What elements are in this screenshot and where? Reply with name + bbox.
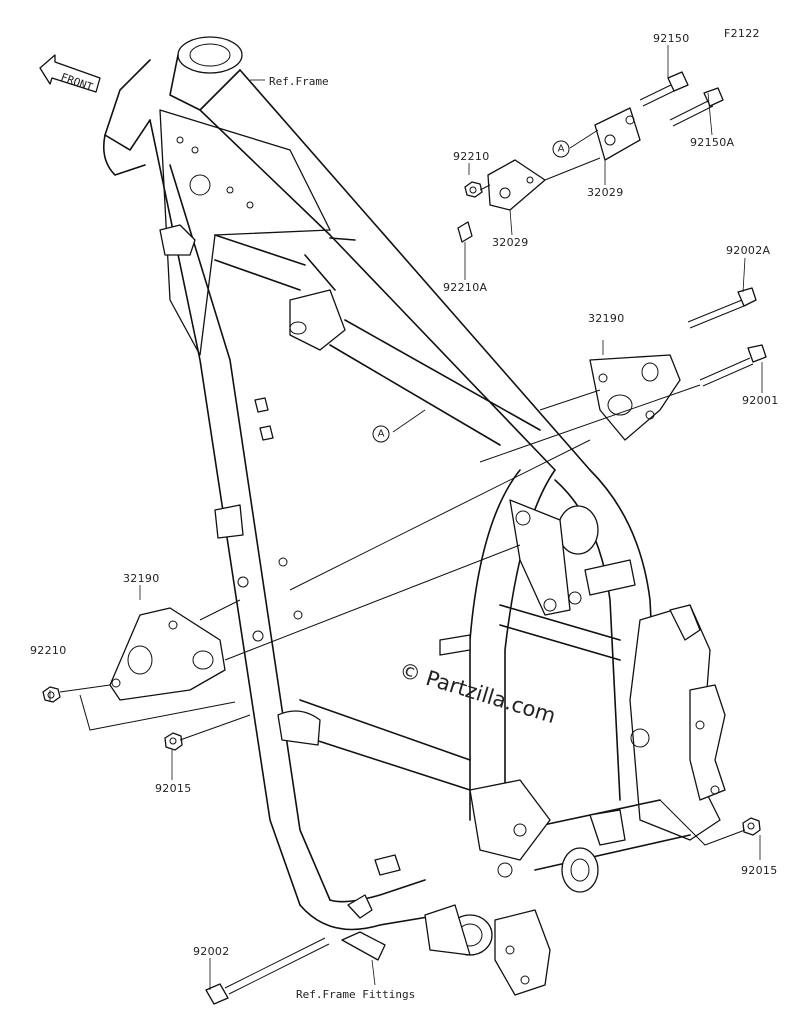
bolt-92150 [639, 71, 689, 107]
motorcycle-frame [102, 36, 726, 996]
bracket-32190-left [109, 607, 226, 701]
nut-92210-top [464, 181, 483, 198]
leader-lines [49, 45, 763, 990]
part-label-92150A: 92150A [690, 136, 734, 149]
part-label-92210-top: 92210 [453, 150, 490, 163]
watermark: © Partzilla.com [397, 658, 559, 728]
part-label-92015-left: 92015 [155, 782, 192, 795]
ref-frame-fittings-label: Ref.Frame Fittings [296, 988, 415, 1001]
bolt-92002A [687, 287, 757, 329]
part-label-92150: 92150 [653, 32, 690, 45]
part-label-92210-left: 92210 [30, 644, 67, 657]
figure-code: F2122 [724, 27, 760, 40]
marker-a-top-text: A [558, 144, 565, 155]
part-label-92002A: 92002A [726, 244, 770, 257]
part-label-32029-lower: 32029 [492, 236, 529, 249]
nut-92015-left [164, 732, 183, 751]
part-label-32190-left: 32190 [123, 572, 160, 585]
ref-frame-label: Ref.Frame [269, 75, 329, 88]
marker-a-top: A [552, 140, 570, 158]
bracket-32029-upper [594, 107, 641, 161]
front-direction-arrow: FRONT [39, 54, 101, 94]
part-label-92001: 92001 [742, 394, 779, 407]
part-label-32190-right: 32190 [588, 312, 625, 325]
nut-92210-left [42, 686, 61, 703]
bracket-32029-lower [487, 157, 601, 211]
marker-a-mid: A [372, 425, 390, 443]
marker-a-mid-text: A [378, 429, 385, 440]
part-label-32029-upper: 32029 [587, 186, 624, 199]
bolt-92150A [669, 87, 724, 127]
bracket-32190-right [589, 354, 681, 441]
nut-92015-right [742, 817, 761, 836]
bolt-92002-bottom [205, 894, 386, 1005]
part-label-92015-right: 92015 [741, 864, 778, 877]
collar-92210A [457, 221, 473, 243]
part-label-92210A: 92210A [443, 281, 487, 294]
bolt-92001 [699, 344, 767, 387]
part-label-92002-bottom: 92002 [193, 945, 230, 958]
